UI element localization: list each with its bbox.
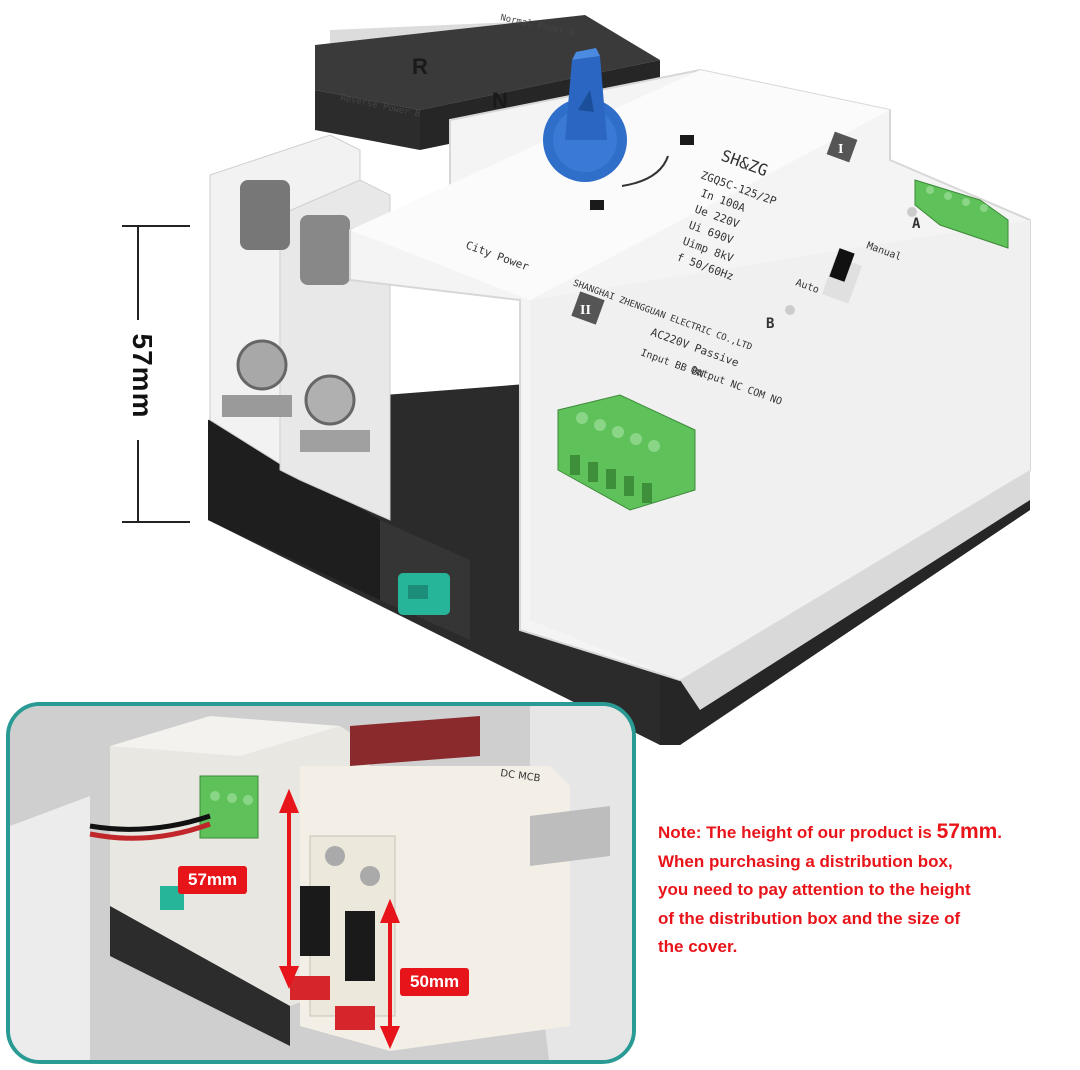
inset-scene: DC MCB [10,706,632,1060]
terminal-letter-n: N [492,88,508,113]
note-first-line: Note: The height of our product is 57mm. [658,818,1078,848]
installation-inset-photo: DC MCB 57mm 50mm [6,702,636,1064]
inset-height-57-tag: 57mm [178,866,248,894]
device-body [349,68,1031,710]
rotation-arrow-icon [621,155,669,187]
terminal-letter-r: R [412,54,428,79]
height-note: Note: The height of our product is 57mm.… [658,818,1078,962]
switch-knob[interactable] [543,48,627,182]
green-terminal-right [914,179,1009,249]
main-height-value: 57mm [127,333,158,419]
note-line-1: When purchasing a distribution box, [658,851,953,871]
inset-height-50-tag: 50mm [400,968,470,996]
height-arrows [278,788,401,1049]
roman-badges: I II [571,131,858,325]
terminal-letter-b: B [766,316,774,332]
note-line-2: you need to pay attention to the height [658,880,971,899]
roman-one: I [838,142,843,157]
note-line-4: the cover. [658,937,738,956]
note-suffix: . [997,823,1003,842]
green-terminal-front [557,394,696,511]
top-terminal-cover: R N Normal Power A Reverse Power B [315,13,660,160]
din-rail-clip [398,573,450,615]
note-line-3: of the distribution box and the size of [658,908,961,928]
note-highlight: 57mm [936,820,998,843]
terminal-letter-a: A [912,216,921,232]
manual-auto-switch[interactable] [822,248,862,304]
height-dimension-label: 57mm [112,330,172,430]
height-dimension-line [122,225,190,523]
note-prefix: Note: The height of our product is [658,823,937,842]
roman-two: II [580,303,591,318]
